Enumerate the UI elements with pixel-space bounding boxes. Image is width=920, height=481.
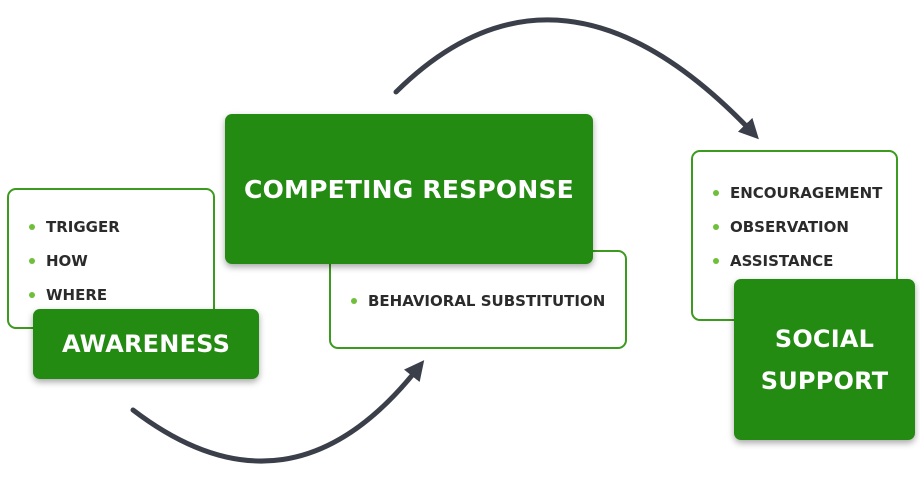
- social-support-item-list: ENCOURAGEMENT OBSERVATION ASSISTANCE: [713, 176, 882, 278]
- awareness-box: AWARENESS: [33, 309, 259, 379]
- competing-response-title: COMPETING RESPONSE: [244, 174, 574, 204]
- list-item: TRIGGER: [29, 210, 120, 244]
- awareness-item-trigger: TRIGGER: [46, 218, 120, 236]
- list-item: ASSISTANCE: [713, 244, 882, 278]
- arrow-awareness-to-competing: [130, 360, 425, 464]
- bullet-icon: [713, 224, 719, 230]
- awareness-item-list: TRIGGER HOW WHERE: [29, 210, 120, 312]
- bullet-icon: [29, 292, 35, 298]
- bullet-icon: [29, 224, 35, 230]
- social-support-title-line1: SOCIAL: [774, 324, 875, 353]
- list-item: OBSERVATION: [713, 210, 882, 244]
- competing-response-box: COMPETING RESPONSE: [225, 114, 593, 264]
- bullet-icon: [351, 298, 357, 304]
- competing-response-details-panel: BEHAVIORAL SUBSTITUTION: [329, 250, 627, 349]
- awareness-item-how: HOW: [46, 252, 88, 270]
- list-item: WHERE: [29, 278, 120, 312]
- bullet-icon: [713, 258, 719, 264]
- competing-item-behavioral-substitution: BEHAVIORAL SUBSTITUTION: [368, 292, 606, 310]
- bullet-icon: [29, 258, 35, 264]
- social-support-title-line2: SUPPORT: [760, 366, 889, 395]
- bullet-icon: [713, 190, 719, 196]
- awareness-title: AWARENESS: [61, 330, 231, 358]
- social-item-assistance: ASSISTANCE: [730, 252, 834, 270]
- social-item-observation: OBSERVATION: [730, 218, 849, 236]
- list-item: HOW: [29, 244, 120, 278]
- social-support-box: SOCIAL SUPPORT: [734, 279, 915, 440]
- social-item-encouragement: ENCOURAGEMENT: [730, 184, 883, 202]
- awareness-item-where: WHERE: [46, 286, 108, 304]
- list-item: BEHAVIORAL SUBSTITUTION: [351, 292, 605, 310]
- awareness-details-panel: TRIGGER HOW WHERE: [7, 188, 215, 329]
- list-item: ENCOURAGEMENT: [713, 176, 882, 210]
- competing-response-item-list: BEHAVIORAL SUBSTITUTION: [351, 292, 605, 310]
